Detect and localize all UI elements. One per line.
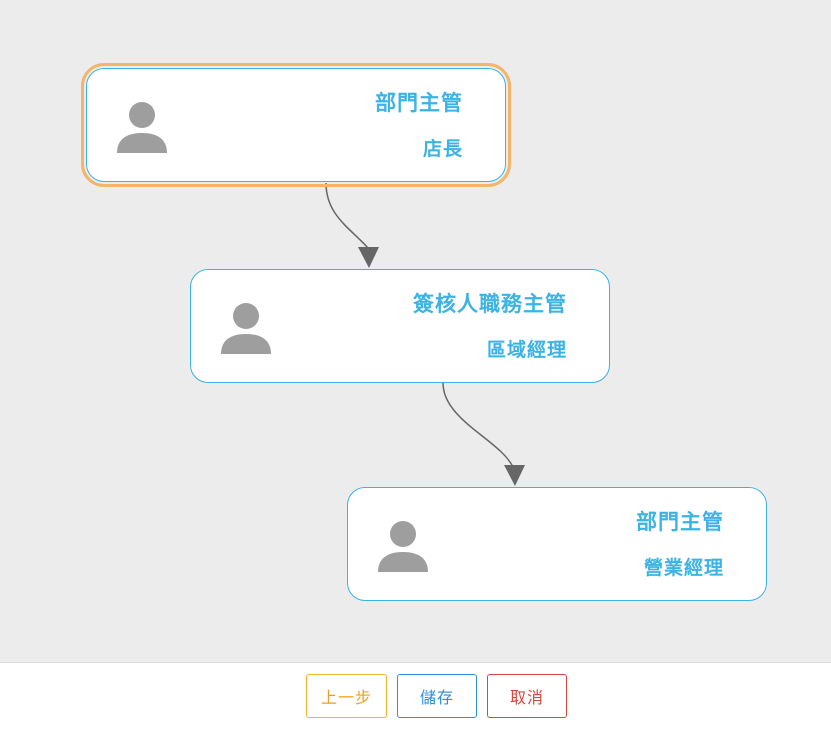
node-role: 簽核人職務主管 bbox=[413, 292, 567, 316]
flow-node-1[interactable]: 部門主管 店長 bbox=[81, 63, 511, 187]
flow-canvas[interactable]: 部門主管 店長 簽核人職務主管 區域經理 部門主管 營業經理 bbox=[0, 0, 831, 662]
edge-2-to-3 bbox=[442, 382, 514, 468]
action-footer: 上一步 儲存 取消 bbox=[0, 662, 831, 729]
person-icon bbox=[221, 303, 271, 354]
save-button[interactable]: 儲存 bbox=[397, 674, 477, 718]
previous-step-button[interactable]: 上一步 bbox=[306, 674, 387, 718]
node-role: 部門主管 bbox=[636, 510, 724, 534]
flow-node-3[interactable]: 部門主管 營業經理 bbox=[347, 487, 767, 601]
node-role: 部門主管 bbox=[375, 91, 463, 115]
node-job-title: 營業經理 bbox=[643, 557, 724, 579]
node-job-title: 店長 bbox=[422, 138, 463, 160]
edge-2-to-3-arrowhead bbox=[504, 465, 525, 486]
person-icon bbox=[117, 102, 167, 153]
cancel-button[interactable]: 取消 bbox=[487, 674, 567, 718]
person-icon bbox=[378, 521, 428, 572]
edge-1-to-2 bbox=[325, 182, 369, 249]
flow-node-2[interactable]: 簽核人職務主管 區域經理 bbox=[190, 269, 610, 383]
node-job-title: 區域經理 bbox=[486, 339, 567, 361]
edge-1-to-2-arrowhead bbox=[358, 247, 379, 268]
flow-edges bbox=[325, 182, 525, 486]
